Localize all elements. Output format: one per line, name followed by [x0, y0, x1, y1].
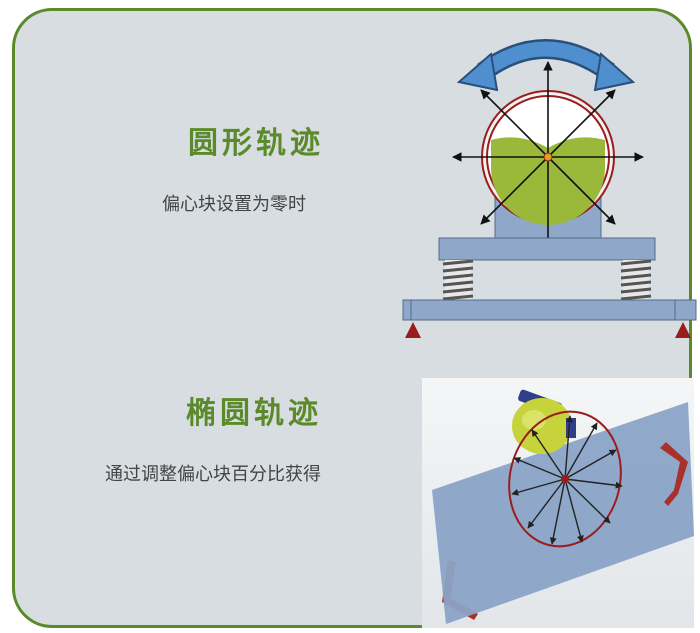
radial-force-arrows	[452, 61, 644, 253]
section-title-elliptical: 椭圆轨迹	[186, 396, 322, 431]
circular-vibration-motor-diagram	[402, 39, 697, 338]
elliptical-trajectory	[508, 410, 622, 548]
section-description-elliptical: 通过调整偏心块百分比获得	[105, 464, 321, 485]
upper-plate	[438, 237, 656, 261]
right-spring-icon	[620, 259, 652, 301]
section-title-circular: 圆形轨迹	[188, 126, 324, 161]
left-support-icon	[405, 322, 421, 338]
radial-force-arrows	[511, 415, 623, 545]
base-plate	[402, 299, 697, 321]
right-support-icon	[675, 322, 691, 338]
elliptical-vibration-screen-diagram	[422, 378, 694, 628]
right-leg-icon	[660, 442, 688, 506]
screen-deck	[432, 402, 694, 624]
left-spring-icon	[442, 259, 474, 301]
vibration-motor-icon	[512, 389, 576, 454]
rotation-arrow-icon	[456, 39, 636, 92]
section-description-circular: 偏心块设置为零时	[162, 194, 306, 215]
